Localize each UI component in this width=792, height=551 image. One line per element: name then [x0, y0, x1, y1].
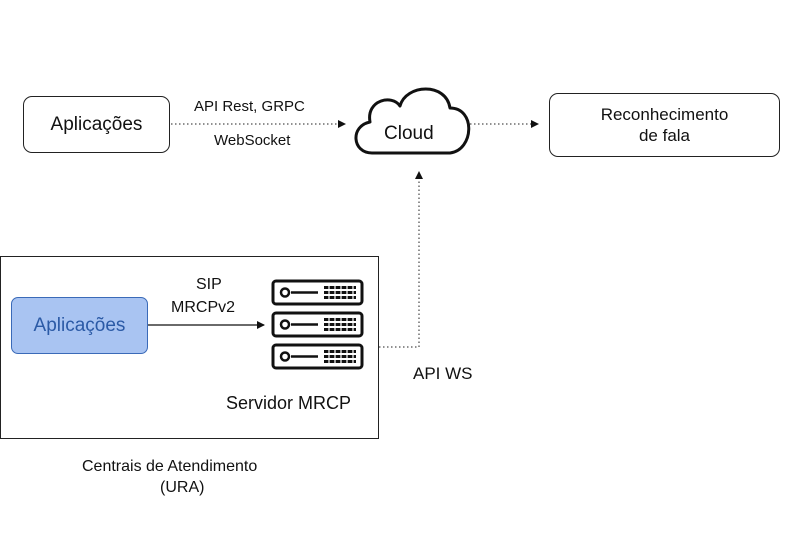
ura-applications-label: Aplicações — [33, 314, 126, 336]
cloud-label: Cloud — [384, 123, 434, 144]
speech-recognition-label-line2: de fala — [638, 126, 691, 145]
applications-node: Aplicações — [23, 96, 170, 153]
edge-label-websocket: WebSocket — [214, 132, 291, 149]
cloud-icon — [354, 87, 471, 155]
group-caption-line2: (URA) — [160, 479, 205, 496]
edge-label-mrcpv2: MRCPv2 — [171, 299, 236, 316]
edge-label-sip: SIP — [196, 276, 222, 293]
group-caption-line1: Centrais de Atendimento — [82, 458, 258, 475]
server-rack-icon — [271, 279, 364, 370]
applications-node-label: Aplicações — [50, 113, 143, 135]
speech-recognition-label-line1: Reconhecimento — [600, 105, 729, 124]
server-label: Servidor MRCP — [226, 393, 352, 413]
ura-applications-node: Aplicações — [11, 297, 148, 354]
edge-label-api-rest: API Rest, GRPC — [194, 98, 305, 115]
speech-recognition-node: Reconhecimento de fala — [549, 93, 780, 157]
edge-label-api-ws: API WS — [413, 364, 473, 383]
edge-server-to-cloud — [379, 171, 423, 348]
